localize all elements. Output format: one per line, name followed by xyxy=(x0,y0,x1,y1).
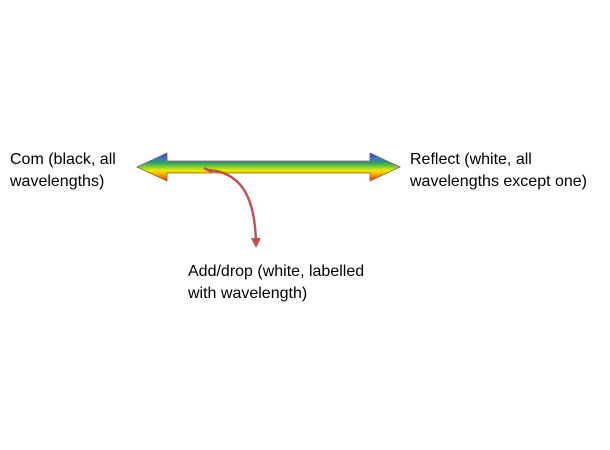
com-port-label-line1: Com (black, all xyxy=(10,151,116,168)
reflect-port-label-line1: Reflect (white, all xyxy=(410,151,532,168)
double-headed-arrow-icon xyxy=(136,152,401,182)
reflect-port-label-line2: wavelengths except one) xyxy=(410,173,587,190)
curved-arrow-icon xyxy=(203,166,261,248)
add-drop-connector xyxy=(207,168,261,248)
add-drop-port-label-line1: Add/drop (white, labelled xyxy=(188,263,365,280)
connector-tail-tick xyxy=(203,166,213,174)
add-drop-port-label: Add/drop (white, labelled with wavelengt… xyxy=(188,261,364,305)
com-port-label: Com (black, all wavelengths) xyxy=(10,149,116,193)
reflect-port-label: Reflect (white, all wavelengths except o… xyxy=(410,149,587,193)
com-port-label-line2: wavelengths) xyxy=(10,173,105,190)
add-drop-port-label-line2: with wavelength) xyxy=(188,285,308,302)
spectrum-arrow-body xyxy=(136,152,401,182)
